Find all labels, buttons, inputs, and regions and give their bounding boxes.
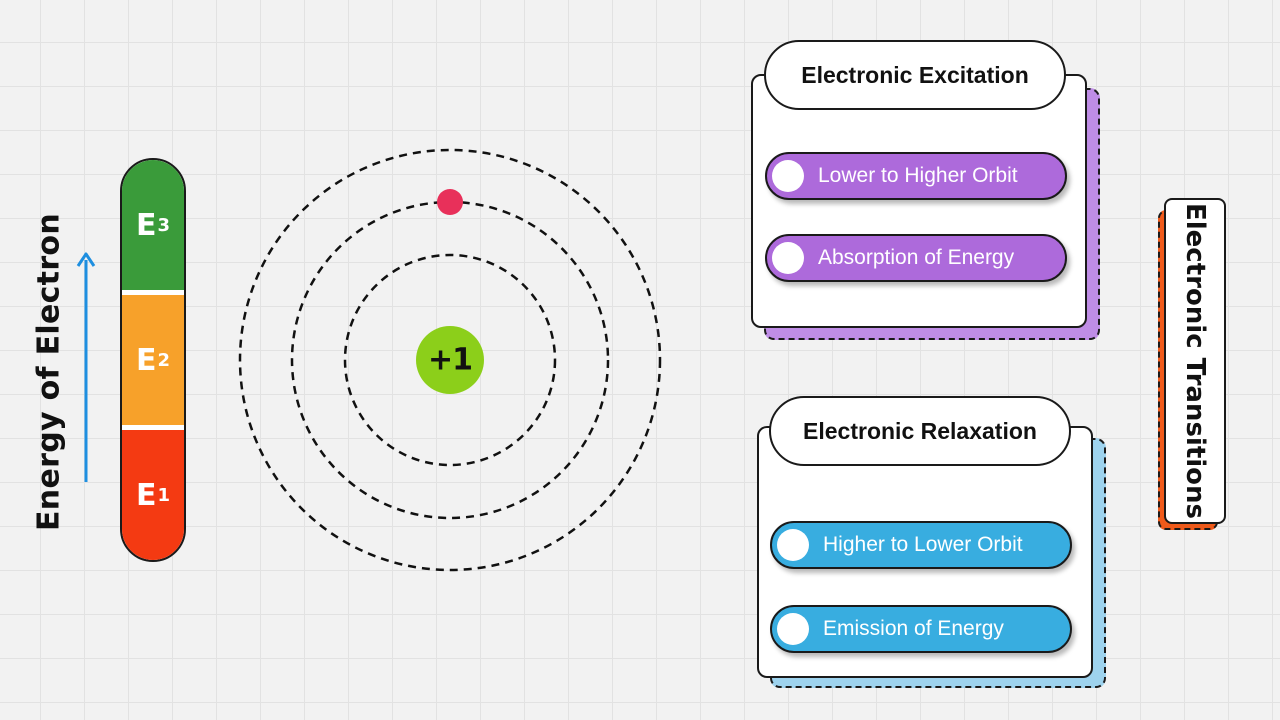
relaxation-item-1-label: Higher to Lower Orbit bbox=[823, 533, 1023, 556]
side-title: Electronic Transitions bbox=[1180, 202, 1210, 520]
excitation-title: Electronic Excitation bbox=[764, 40, 1066, 110]
excitation-item-2: Absorption of Energy bbox=[765, 234, 1067, 282]
inner-orbit bbox=[343, 253, 557, 467]
toggle-knob-icon bbox=[772, 160, 804, 192]
excitation-card bbox=[751, 74, 1087, 328]
nucleus-charge-label: +1 bbox=[427, 342, 473, 378]
side-title-card bbox=[1164, 198, 1226, 524]
electron bbox=[437, 189, 463, 215]
energy-level-e3-index: 3 bbox=[157, 214, 171, 236]
nucleus bbox=[416, 326, 484, 394]
toggle-knob-icon bbox=[777, 613, 809, 645]
energy-level-e2-letter: E bbox=[135, 342, 157, 378]
excitation-item-1-label: Lower to Higher Orbit bbox=[818, 164, 1018, 187]
relaxation-item-2-label: Emission of Energy bbox=[823, 617, 1004, 640]
outer-orbit bbox=[238, 148, 662, 572]
up-arrow-icon bbox=[76, 252, 96, 482]
toggle-knob-icon bbox=[777, 529, 809, 561]
atom-diagram bbox=[238, 148, 662, 572]
energy-axis-label: Energy of Electron bbox=[31, 213, 67, 531]
energy-level-e3-letter: E bbox=[135, 207, 157, 243]
relaxation-title: Electronic Relaxation bbox=[769, 396, 1071, 466]
excitation-item-2-label: Absorption of Energy bbox=[818, 246, 1015, 269]
relaxation-item-1: Higher to Lower Orbit bbox=[770, 521, 1072, 569]
energy-level-e1-letter: E bbox=[135, 477, 157, 513]
excitation-item-1: Lower to Higher Orbit bbox=[765, 152, 1067, 200]
energy-level-e1-index: 1 bbox=[157, 484, 171, 506]
toggle-knob-icon bbox=[772, 242, 804, 274]
relaxation-item-2: Emission of Energy bbox=[770, 605, 1072, 653]
energy-level-e2-index: 2 bbox=[157, 349, 171, 371]
